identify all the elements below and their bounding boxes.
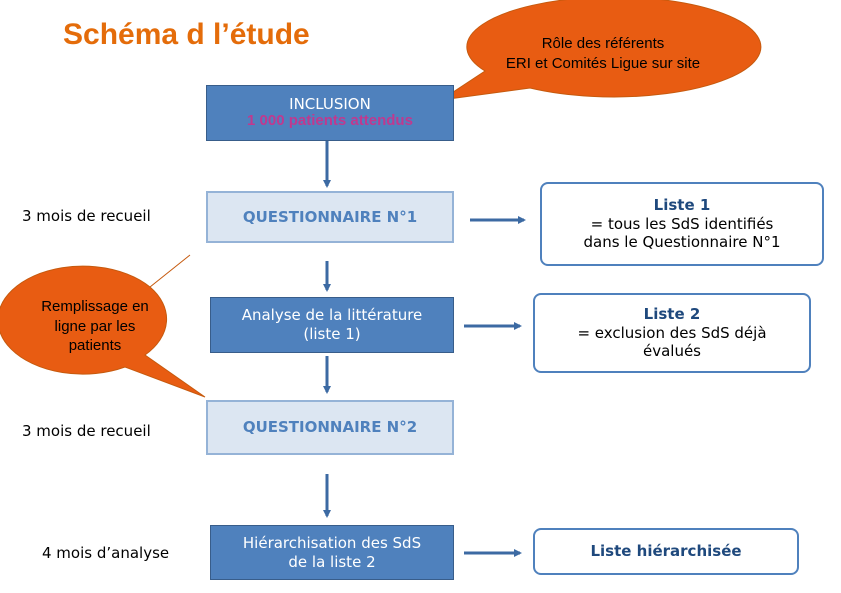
step-sublabel: 1 000 patients attendus	[247, 112, 413, 129]
top-callout-line: ERI et Comités Ligue sur site	[505, 54, 701, 72]
output-liste-1: Liste 1 = tous les SdS identifiés dans l…	[540, 182, 824, 266]
step-label: QUESTIONNAIRE N°1	[242, 207, 418, 226]
top-callout-text: Rôle des référents ERI et Comités Ligue …	[478, 34, 728, 73]
left-callout-bubble	[0, 254, 206, 398]
step-label: Hiérarchisation des SdS	[242, 533, 422, 552]
output-head: Liste 2	[643, 304, 701, 323]
step-questionnaire-2: QUESTIONNAIRE N°2	[206, 400, 454, 455]
step-label: de la liste 2	[288, 552, 376, 571]
output-liste-2: Liste 2 = exclusion des SdS déjà évalués	[533, 293, 811, 373]
left-callout-line: ligne par les	[54, 317, 136, 335]
step-inclusion: INCLUSION 1 000 patients attendus	[206, 85, 454, 141]
duration-label: 3 mois de recueil	[22, 207, 151, 225]
top-callout-line: Rôle des référents	[541, 35, 665, 52]
duration-label: 4 mois d’analyse	[42, 544, 170, 562]
output-head: Liste hiérarchisée	[590, 542, 742, 561]
diagram-title: Schéma d l’étude	[63, 18, 310, 51]
duration-label: 3 mois de recueil	[22, 422, 151, 440]
step-questionnaire-1: QUESTIONNAIRE N°1	[206, 191, 454, 243]
step-analyse-litterature: Analyse de la littérature (liste 1)	[210, 297, 454, 353]
step-hierarchisation: Hiérarchisation des SdS de la liste 2	[210, 525, 454, 580]
output-line: dans le Questionnaire N°1	[583, 233, 781, 252]
step-label: (liste 1)	[303, 325, 361, 343]
step-label: QUESTIONNAIRE N°2	[242, 418, 418, 437]
output-head: Liste 1	[653, 195, 711, 214]
output-line: évalués	[642, 342, 701, 361]
output-line: = exclusion des SdS déjà	[577, 323, 767, 342]
output-line: = tous les SdS identifiés	[590, 214, 774, 233]
top-callout-bubble	[440, 0, 762, 101]
left-callout-line: patients	[68, 337, 122, 354]
left-callout-text: Remplissage en ligne par les patients	[10, 297, 180, 356]
step-label: Analyse de la littérature	[241, 306, 423, 325]
output-liste-hierarchisee: Liste hiérarchisée	[533, 528, 799, 575]
left-callout-line: Remplissage en	[41, 298, 149, 315]
step-label: INCLUSION	[289, 95, 371, 114]
